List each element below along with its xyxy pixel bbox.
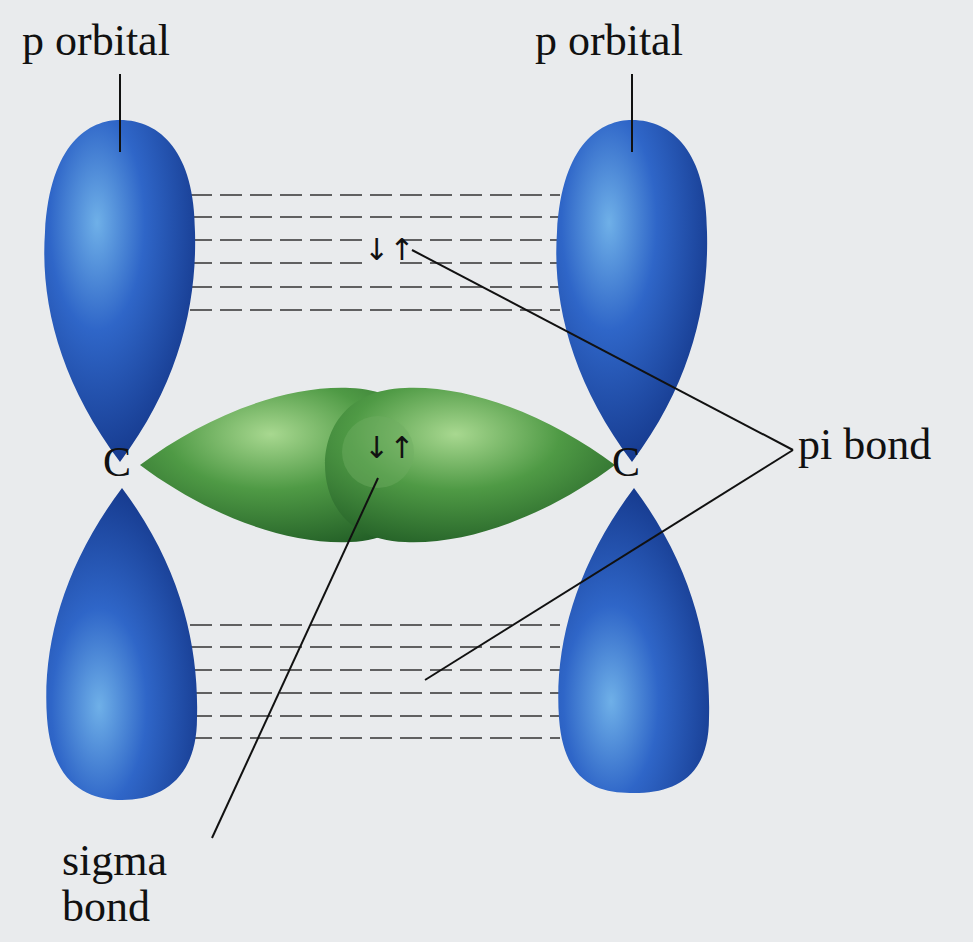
electron-pair: ↓↑ — [364, 432, 396, 464]
atom-symbol: C — [103, 440, 143, 484]
orbital-label: p orbital — [22, 18, 232, 64]
leader-lines — [120, 74, 793, 838]
sigma-overlap — [140, 388, 615, 542]
p-orbital-lobes — [44, 120, 709, 800]
bond-label: sigma bond — [62, 838, 202, 930]
orbital-label: p orbital — [535, 18, 745, 64]
atom-symbol: C — [612, 440, 652, 484]
bond-label: pi bond — [798, 422, 968, 468]
electron-pair: ↓↑ — [364, 234, 396, 266]
